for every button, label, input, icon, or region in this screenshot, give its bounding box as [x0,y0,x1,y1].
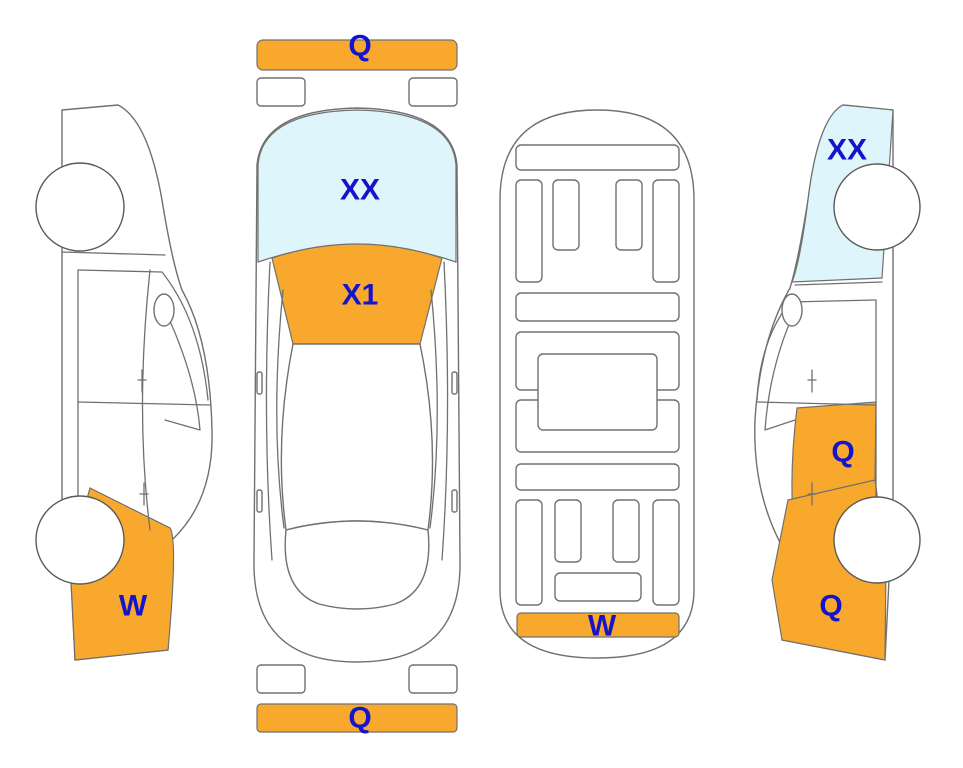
underbody-plate-4 [615,179,643,251]
underbody-plate-9 [515,463,680,491]
top-right-mirror [451,371,458,395]
hood-panel[interactable] [271,243,443,345]
top-view [253,39,461,733]
underbody-plate-10 [515,499,543,606]
top-left-handle [256,489,263,513]
right-front-wheel [833,163,921,251]
underbody-plate-12 [612,499,640,563]
left-side-mirror [153,293,175,327]
hood-label: X1 [342,279,379,312]
right-side-mirror [781,293,803,327]
front-left-light [256,77,306,107]
left-rear-handle [139,482,149,506]
top-left-contour-inner [276,289,285,529]
rear-left-light [256,664,306,694]
rear-bumper-panel[interactable] [256,703,458,733]
underbody-plate-11 [554,499,582,563]
left-front-wheel [35,162,125,252]
front-right-light [408,77,458,107]
top-right-contour-inner [429,289,438,529]
right-rear-wheel [833,496,921,584]
left-side-window-top [77,269,209,401]
underbody-plate-13 [652,499,680,606]
underbody-plate-1 [515,144,680,171]
roof-outline [280,343,434,531]
front-bumper-panel[interactable] [256,39,458,71]
underbody-rear-label: W [588,610,617,643]
top-right-handle [451,489,458,513]
underbody-plate-5 [652,179,680,283]
top-left-contour [265,261,273,561]
rear-glass-outline [284,520,430,610]
left-side-door-split [77,401,211,406]
right-front-label: XX [827,134,867,167]
rear-right-light [408,664,458,694]
left-rear-label: W [119,590,148,623]
front-bumper-label: Q [348,30,371,63]
underbody-view [499,109,695,659]
underbody-plate-3 [552,179,580,251]
windshield-label: XX [340,174,380,207]
right-side-door-split [756,401,876,406]
right-side-view [754,104,921,661]
top-left-mirror [256,371,263,395]
right-rear-door-label: Q [831,436,854,469]
right-rear-handle [807,482,817,506]
underbody-plate-14 [554,572,642,602]
left-side-beltline [61,251,166,256]
rear-bumper-label: Q [348,702,371,735]
underbody-rear-panel[interactable] [516,612,680,638]
top-right-contour [441,261,449,561]
right-rear-quarter-label: Q [819,590,842,623]
left-side-view [35,104,213,661]
underbody-plate-6 [515,292,680,322]
left-side-rear-door-edge [141,269,151,531]
left-rear-wheel [35,495,125,585]
underbody-center-plate [537,353,658,431]
underbody-plate-2 [515,179,543,283]
left-front-handle [137,369,147,393]
right-side-beltline [794,281,883,286]
right-front-handle [807,369,817,393]
